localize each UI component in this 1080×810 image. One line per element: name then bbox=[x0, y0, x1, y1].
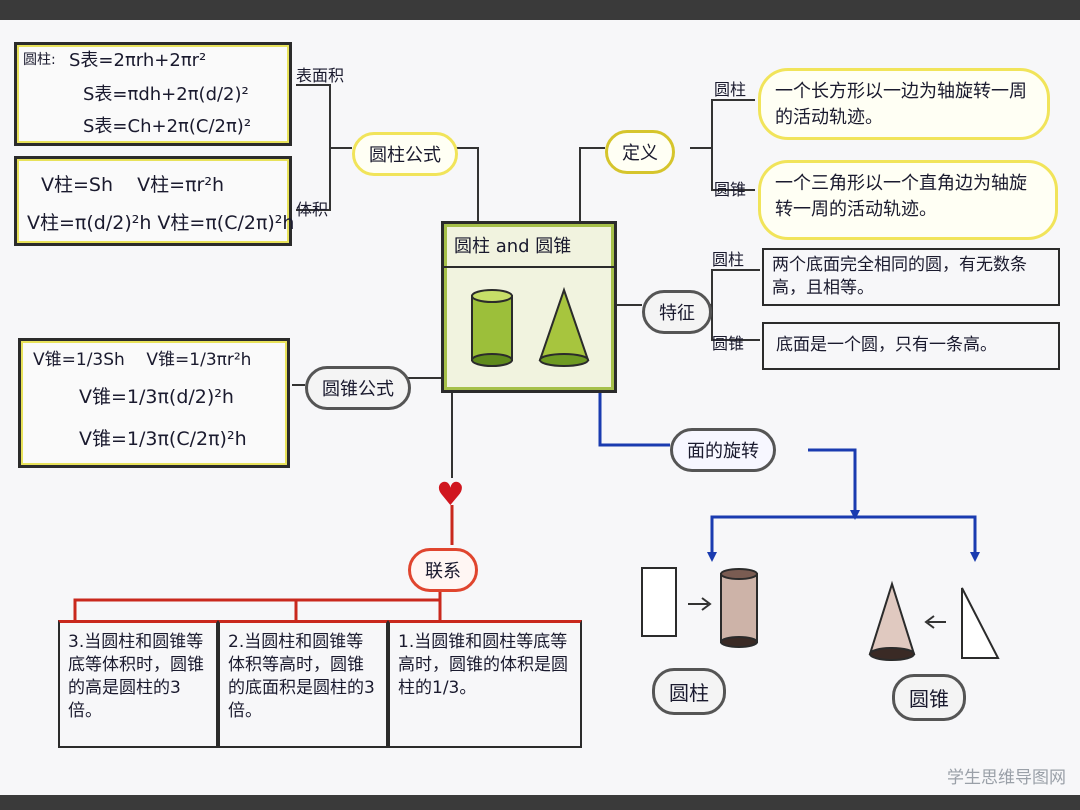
surface-line-3: S表=Ch+2π(C/2π)² bbox=[83, 116, 252, 137]
triangle-shape bbox=[961, 587, 1000, 659]
watermark: 学生思维导图网 bbox=[947, 768, 1066, 788]
surface-prefix: 圆柱: bbox=[23, 52, 56, 68]
volume-line-1: V柱=Sh V柱=πr²h bbox=[41, 174, 225, 196]
definition-cone-text: 一个三角形以一个直角边为轴旋转一周的活动轨迹。 bbox=[758, 160, 1058, 240]
feature-cone-text: 底面是一个圆，只有一条高。 bbox=[776, 335, 997, 355]
cone-volume-line-2: V锥=1/3π(d/2)²h bbox=[79, 386, 234, 408]
surface-line-1: S表=2πrh+2πr² bbox=[69, 50, 207, 71]
feature-cone-box: 底面是一个圆，只有一条高。 bbox=[762, 322, 1060, 370]
feature-cone-tag: 圆锥 bbox=[712, 334, 745, 353]
surface-area-box: 圆柱: S表=2πrh+2πr² S表=πdh+2π(d/2)² S表=Ch+2… bbox=[14, 42, 292, 146]
cylinder-formula-node: 圆柱公式 bbox=[352, 132, 458, 176]
center-divider bbox=[444, 266, 614, 268]
volume-side-label: 体积 bbox=[296, 200, 329, 219]
volume-line-2: V柱=π(d/2)²h V柱=π(C/2π)²h bbox=[27, 212, 295, 234]
center-node: 圆柱 and 圆锥 bbox=[441, 221, 617, 393]
definition-node: 定义 bbox=[605, 130, 675, 174]
relation-item-1: 1.当圆锥和圆柱等底等高时，圆锥的体积是圆柱的1/3。 bbox=[388, 620, 582, 748]
rotation-node: 面的旋转 bbox=[670, 428, 776, 472]
rotate-back-arrow-icon bbox=[924, 615, 946, 629]
relation-item-2-text: 2.当圆柱和圆锥等体积等高时，圆锥的底面积是圆柱的3倍。 bbox=[228, 632, 375, 721]
relation-item-3-text: 3.当圆柱和圆锥等底等体积时，圆锥的高是圆柱的3倍。 bbox=[68, 632, 204, 721]
definition-cone-text-content: 一个三角形以一个直角边为轴旋转一周的活动轨迹。 bbox=[775, 173, 1027, 220]
relation-node: 联系 bbox=[408, 548, 478, 592]
relation-item-2: 2.当圆柱和圆锥等体积等高时，圆锥的底面积是圆柱的3倍。 bbox=[218, 620, 388, 748]
cone-volume-line-1: V锥=1/3Sh V锥=1/3πr²h bbox=[33, 350, 252, 370]
cone-volume-box: V锥=1/3Sh V锥=1/3πr²h V锥=1/3π(d/2)²h V锥=1/… bbox=[18, 338, 290, 468]
cone-formula-node: 圆锥公式 bbox=[305, 366, 411, 410]
surface-side-label: 表面积 bbox=[296, 66, 345, 85]
cone-illustration bbox=[538, 286, 590, 367]
feature-node: 特征 bbox=[642, 290, 712, 334]
heart-icon: ♥ bbox=[436, 475, 465, 513]
rectangle-shape bbox=[641, 567, 677, 637]
feature-cylinder-tag: 圆柱 bbox=[712, 250, 745, 269]
volume-box: V柱=Sh V柱=πr²h V柱=π(d/2)²h V柱=π(C/2π)²h bbox=[14, 156, 295, 246]
rotation-cone-caption: 圆锥 bbox=[892, 674, 966, 721]
definition-cylinder-text-content: 一个长方形以一边为轴旋转一周的活动轨迹。 bbox=[775, 81, 1027, 128]
rotate-arrow-icon bbox=[688, 597, 712, 611]
definition-cone-tag: 圆锥 bbox=[714, 180, 747, 199]
rotated-cone-shape bbox=[868, 580, 916, 661]
cylinder-illustration bbox=[471, 289, 513, 367]
relation-item-3: 3.当圆柱和圆锥等底等体积时，圆锥的高是圆柱的3倍。 bbox=[58, 620, 218, 748]
feature-cylinder-box: 两个底面完全相同的圆，有无数条高，且相等。 bbox=[762, 248, 1060, 306]
center-title: 圆柱 and 圆锥 bbox=[454, 236, 572, 257]
rotation-cylinder-caption: 圆柱 bbox=[652, 668, 726, 715]
relation-item-1-text: 1.当圆锥和圆柱等底等高时，圆锥的体积是圆柱的1/3。 bbox=[398, 632, 568, 698]
feature-cylinder-text: 两个底面完全相同的圆，有无数条高，且相等。 bbox=[772, 255, 1027, 298]
definition-cylinder-text: 一个长方形以一边为轴旋转一周的活动轨迹。 bbox=[758, 68, 1050, 140]
cone-volume-line-3: V锥=1/3π(C/2π)²h bbox=[79, 428, 247, 450]
surface-line-2: S表=πdh+2π(d/2)² bbox=[83, 84, 249, 105]
definition-cylinder-tag: 圆柱 bbox=[714, 80, 747, 99]
rotated-cylinder-shape bbox=[720, 568, 758, 648]
